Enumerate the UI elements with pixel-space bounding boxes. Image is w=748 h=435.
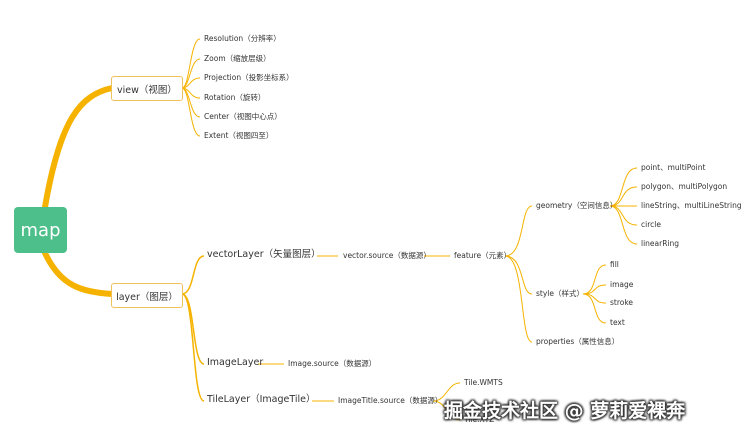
node-vector-source[interactable]: vector.source（数据源） <box>343 251 431 260</box>
node-geometry-polygon[interactable]: polygon、multiPolygon <box>641 182 728 191</box>
node-style-fill[interactable]: fill <box>610 260 619 269</box>
node-tile-layer[interactable]: TileLayer（ImageTile） <box>207 394 316 405</box>
node-style-image[interactable]: image <box>610 280 634 289</box>
node-style-stroke[interactable]: stroke <box>610 298 634 307</box>
node-layer[interactable]: layer（图层） <box>111 283 183 308</box>
node-vector-layer[interactable]: vectorLayer（矢量图层） <box>207 249 321 260</box>
node-style[interactable]: style（样式） <box>536 289 584 298</box>
node-image-source[interactable]: Image.source（数据源） <box>288 359 377 368</box>
watermark-text: 掘金技术社区 @ 萝莉爱裸奔 <box>444 400 686 422</box>
node-tile-xyz[interactable]: Tile.XYZ <box>464 415 495 424</box>
node-properties[interactable]: properties（属性信息） <box>536 337 620 346</box>
node-geometry-linearring[interactable]: linearRing <box>641 239 680 248</box>
node-geometry-point[interactable]: point、multiPoint <box>641 163 706 172</box>
node-tile-wmts[interactable]: Tile.WMTS <box>464 378 503 387</box>
node-rotation[interactable]: Rotation（旋转） <box>204 93 266 102</box>
node-view[interactable]: view（视图） <box>111 76 183 101</box>
node-center[interactable]: Center（视图中心点） <box>204 112 282 121</box>
node-tile-source[interactable]: ImageTitle.source（数据源） <box>338 396 443 405</box>
node-zoom[interactable]: Zoom（缩放层级） <box>204 54 271 63</box>
node-geometry-linestring[interactable]: lineString、multiLineString <box>641 201 742 210</box>
root-node-map[interactable]: map <box>14 207 67 253</box>
node-geometry-circle[interactable]: circle <box>641 220 661 229</box>
node-projection[interactable]: Projection（投影坐标系） <box>204 73 294 82</box>
node-feature[interactable]: feature（元素） <box>454 251 512 260</box>
node-extent[interactable]: Extent（视图四至） <box>204 131 274 140</box>
node-geometry[interactable]: geometry（空间信息） <box>536 201 618 210</box>
node-style-text[interactable]: text <box>610 318 625 327</box>
node-image-layer[interactable]: ImageLayer <box>207 357 264 368</box>
node-resolution[interactable]: Resolution（分辨率） <box>204 34 281 43</box>
